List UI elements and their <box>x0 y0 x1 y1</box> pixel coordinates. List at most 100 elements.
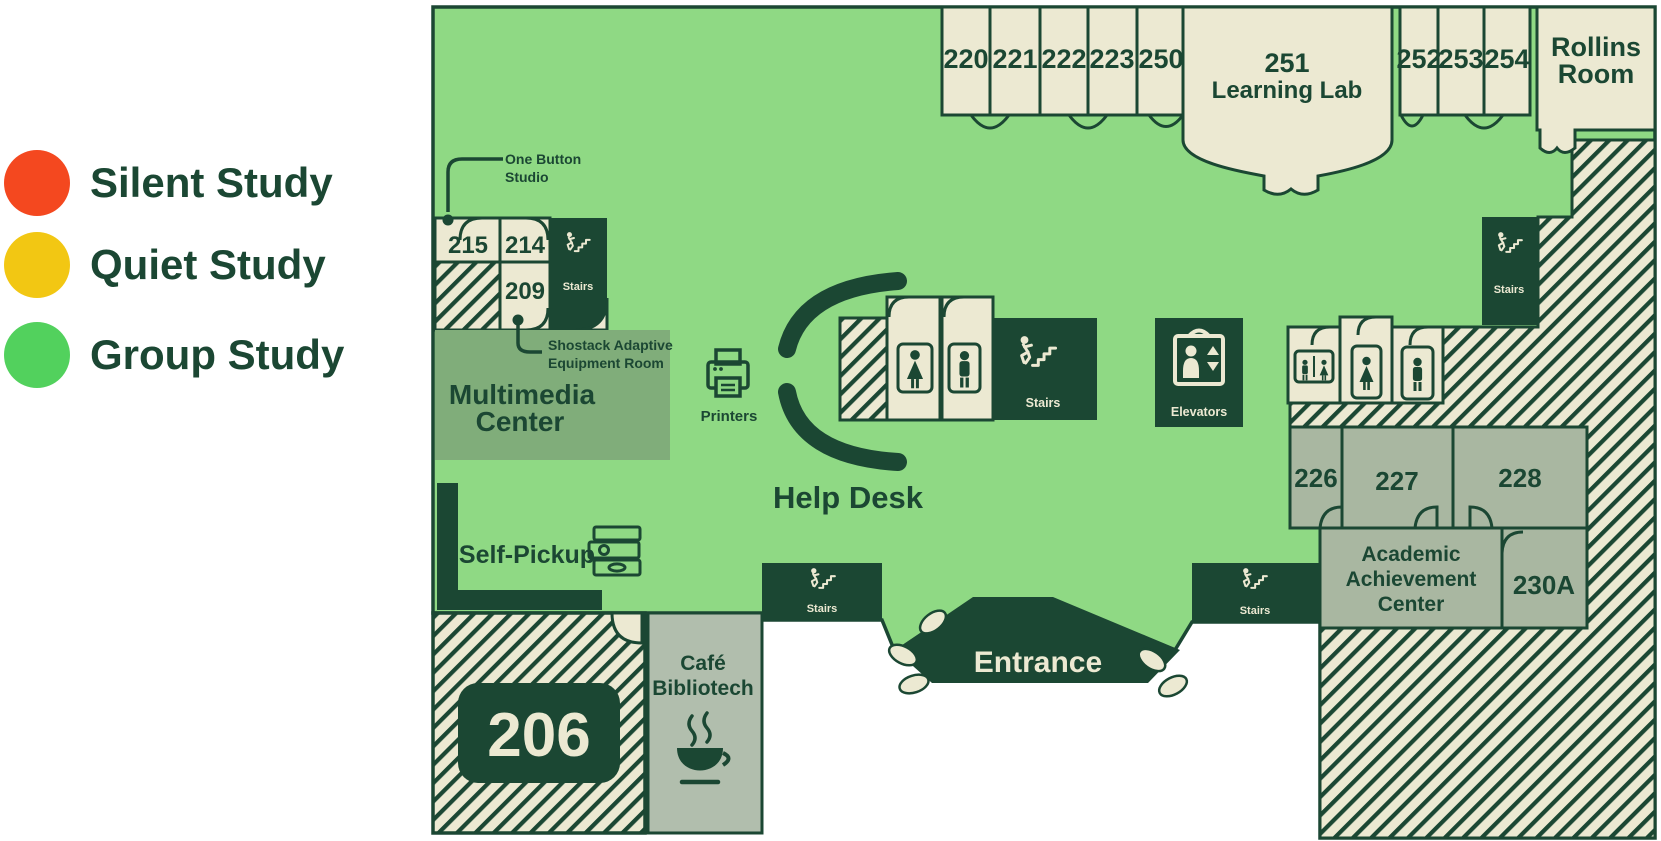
one-button-studio-annotation: One Button Studio <box>442 151 581 226</box>
stairs-northwest: Stairs <box>550 218 609 332</box>
room-222-label: 222 <box>1041 44 1086 74</box>
leaf-icon <box>887 643 919 667</box>
entrance-shape <box>895 597 1180 683</box>
self-pickup-area: Self-Pickup <box>437 483 642 610</box>
door-arc <box>574 297 609 332</box>
leaf-icon <box>1157 674 1189 698</box>
legend-group-label: Group Study <box>90 331 345 378</box>
stairs-nw-block <box>550 218 607 330</box>
men-sign-frame <box>947 342 982 394</box>
door-arc <box>1462 113 1506 130</box>
room-251-learning-lab: 251 Learning Lab <box>1181 5 1394 196</box>
leaf-icon <box>898 673 930 695</box>
academic-achievement-wing: 226 227 228 Academic Achievement Center … <box>1288 425 1589 630</box>
entrance: Entrance <box>887 597 1189 698</box>
help-desk: Help Desk <box>773 272 924 515</box>
aac-label-1: Academic <box>1361 543 1461 566</box>
room-228-label: 228 <box>1498 463 1541 493</box>
door-arc <box>1413 505 1439 529</box>
women-sign-frame <box>1350 344 1383 400</box>
self-pickup-wall <box>437 483 602 610</box>
cafe-bibliotech: Café Bibliotech <box>646 611 764 835</box>
door-arc <box>1356 315 1377 336</box>
door-arc <box>458 216 483 241</box>
room-row-220-250 <box>940 5 1187 117</box>
stairs-sw-block <box>762 563 882 620</box>
help-desk-counter-upper <box>778 272 907 358</box>
door-arc <box>942 295 965 318</box>
cafe-label-2: Bibliotech <box>652 677 754 700</box>
legend-silent-label: Silent Study <box>90 159 333 206</box>
stairs-se-block <box>1192 563 1320 622</box>
room-220-label: 220 <box>943 44 988 74</box>
stairs-central-block <box>993 318 1097 420</box>
elevators-label: Elevators <box>1171 405 1227 419</box>
room-230a-label: 230A <box>1513 570 1575 600</box>
door-arc <box>1398 113 1426 128</box>
door-arc <box>1318 505 1344 529</box>
shostack-label-1: Shostack Adaptive <box>548 337 673 353</box>
room-227-label: 227 <box>1375 466 1418 496</box>
legend-quiet-label: Quiet Study <box>90 241 326 288</box>
room-221-label: 221 <box>992 44 1037 74</box>
legend-quiet-swatch <box>4 232 70 298</box>
stairs-central: Stairs <box>993 318 1097 420</box>
learning-lab-number: 251 <box>1264 48 1309 78</box>
aac-label-3: Center <box>1378 593 1445 616</box>
door-arc <box>525 307 550 332</box>
door-arc <box>1310 325 1331 346</box>
rooms-220-250: 220 221 222 223 250 <box>940 5 1187 130</box>
hatched-cell-nw <box>433 260 502 332</box>
leader-line <box>446 157 503 212</box>
room-230a <box>1500 526 1589 630</box>
shostack-annotation: Shostack Adaptive Equipment Room <box>512 314 673 371</box>
multimedia-label-1: Multimedia <box>449 379 596 410</box>
rooms-252-254: 252 253 254 <box>1396 5 1532 130</box>
door-arc <box>1500 530 1524 554</box>
stairs-sw-label: Stairs <box>807 603 838 615</box>
room-226-label: 226 <box>1294 463 1337 493</box>
rollins-room-label-1: Rollins <box>1551 32 1641 62</box>
self-pickup-label: Self-Pickup <box>459 541 595 569</box>
coffee-icon <box>677 711 731 785</box>
east-restrooms <box>1286 315 1445 405</box>
elevators: Elevators <box>1155 318 1243 427</box>
room-215-label: 215 <box>448 232 488 259</box>
one-button-label-1: One Button <box>505 151 581 167</box>
rollins-room-label-2: Room <box>1558 59 1635 89</box>
stairs-ne-block <box>1482 217 1537 325</box>
aac-label-2: Achievement <box>1346 568 1477 591</box>
legend-group-swatch <box>4 322 70 388</box>
stairs-south-east: Stairs <box>1192 563 1320 622</box>
stairs-ne-label: Stairs <box>1494 284 1525 296</box>
legend: Silent Study Quiet Study Group Study <box>4 150 345 388</box>
room-227 <box>1340 425 1455 530</box>
help-desk-label: Help Desk <box>773 480 924 515</box>
door-arc <box>968 113 1012 130</box>
learning-lab-name: Learning Lab <box>1212 77 1363 104</box>
door-arc <box>610 611 644 645</box>
leaf-icon <box>1137 647 1167 673</box>
leader-dot <box>512 314 524 326</box>
door-arc <box>1408 325 1429 346</box>
women-sign-frame <box>896 342 934 394</box>
stairs-nw-label: Stairs <box>563 281 594 293</box>
printers-station: Printers <box>701 348 758 425</box>
leader-line <box>516 325 542 354</box>
room-209-label: 209 <box>505 278 545 305</box>
cafe-label-1: Café <box>680 652 726 675</box>
learning-lab-shape <box>1181 5 1394 196</box>
printers-label: Printers <box>701 408 758 425</box>
legend-silent-swatch <box>4 150 70 216</box>
multimedia-label-2: Center <box>476 406 565 437</box>
shostack-label-2: Equipment Room <box>548 355 664 371</box>
stairs-se-label: Stairs <box>1240 605 1271 617</box>
stairs-central-label: Stairs <box>1026 396 1061 410</box>
stairs-south-west: Stairs <box>762 563 882 620</box>
multimedia-overlay <box>435 330 670 460</box>
room-206-label: 206 <box>487 701 590 770</box>
room-253-label: 253 <box>1438 44 1483 74</box>
room-252-label: 252 <box>1396 44 1441 74</box>
stairs-northeast: Stairs <box>1482 217 1537 325</box>
men-sign-frame <box>1400 345 1435 401</box>
